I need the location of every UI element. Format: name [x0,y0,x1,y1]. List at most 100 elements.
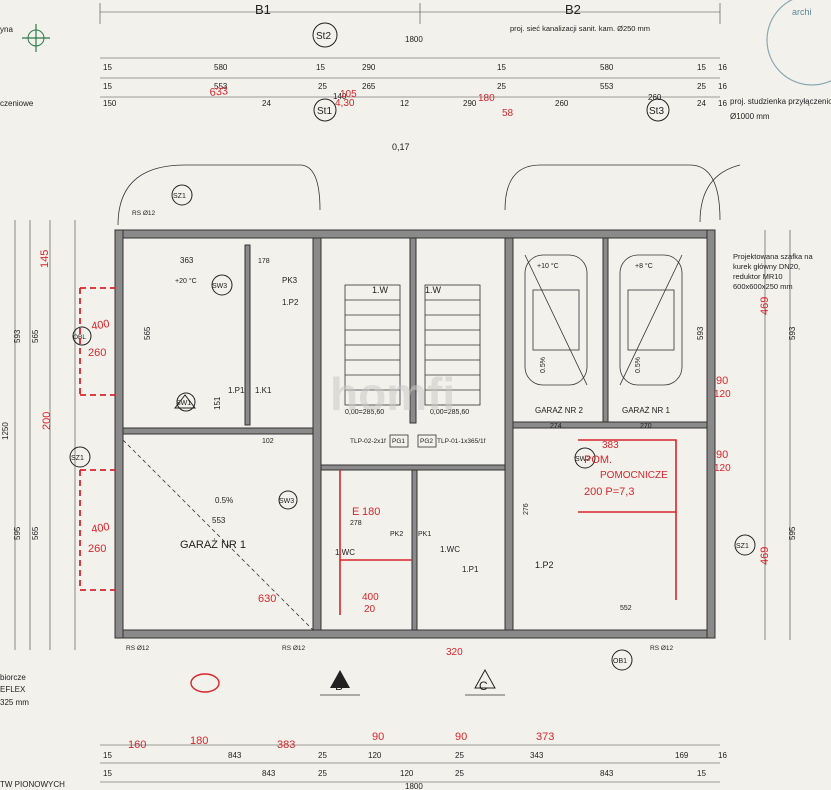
svg-text:1.P1: 1.P1 [228,386,245,395]
top-total-dim: 1800 [405,35,423,44]
svg-text:180: 180 [478,93,495,104]
rs-labels: RS Ø12 RS Ø12 RS Ø12 RS Ø12 [126,210,674,652]
top-dim-5: 15 [497,63,506,72]
svg-text:kurek główny DN20,: kurek główny DN20, [733,262,800,271]
svg-text:St2: St2 [316,31,331,42]
svg-text:+20 °C: +20 °C [175,277,197,285]
top-dim-r3-4: 290 [463,99,477,108]
section-arrow-c: C [465,668,505,696]
top-dimension-rows: 15 580 15 290 15 580 15 16 15 553 25 265… [0,57,831,121]
top-dim-2: 580 [214,63,228,72]
top-dim-r2-6: 553 [600,82,614,91]
top-dim-r3-5: 260 [555,99,569,108]
svg-text:C: C [479,679,488,693]
svg-text:St1: St1 [317,106,332,117]
svg-text:843: 843 [262,769,276,778]
top-dim-8: 16 [718,63,727,72]
top-dim-3: 15 [316,63,325,72]
sw3b-label: SW3 [279,498,294,505]
top-dim-r3-6: 24 [697,99,706,108]
outer-walls [114,229,716,639]
svg-text:1.WC: 1.WC [335,548,355,557]
lower-right-room: 1.P2 276 552 SW2 [523,447,632,612]
top-dim-r2-1: 15 [103,82,112,91]
svg-text:102: 102 [262,438,274,445]
compass-icon [22,24,50,52]
svg-text:TW PIONOWYCH: TW PIONOWYCH [0,780,65,789]
top-dim-6: 580 [600,63,614,72]
section-mark-st3: St3 260 [646,93,670,122]
svg-text:200 P=7,3: 200 P=7,3 [584,486,634,498]
svg-text:POM.: POM. [584,454,612,466]
svg-text:E: E [352,506,359,518]
svg-text:180: 180 [362,506,380,518]
svg-text:373: 373 [536,731,554,743]
svg-text:+10 °C: +10 °C [537,262,559,270]
svg-text:58: 58 [502,108,514,119]
upper-left-room: 363 +20 °C 565 SW3 SW1 1.P1 1.K1 PK3 1.P… [143,256,299,445]
svg-text:15: 15 [697,769,706,778]
svg-text:325 mm: 325 mm [0,698,29,707]
section-mark-st1: St1 140 [313,92,347,122]
svg-text:120: 120 [714,463,731,474]
svg-text:SZ1: SZ1 [173,193,186,200]
right-dimension-lines: 593 595 [764,230,797,640]
svg-text:160: 160 [128,739,146,751]
svg-text:biorcze: biorcze [0,673,26,682]
svg-text:GARAŻ NR 2: GARAŻ NR 2 [535,406,584,415]
svg-text:400: 400 [90,318,110,333]
svg-text:1.P1: 1.P1 [462,565,479,574]
svg-text:PG2: PG2 [420,438,433,445]
svg-text:469: 469 [759,547,771,565]
svg-text:278: 278 [350,520,362,527]
svg-text:25: 25 [318,751,327,760]
svg-text:180: 180 [190,735,208,747]
manhole-dia-note: Ø1000 mm [730,112,770,121]
svg-text:15: 15 [103,751,112,760]
left-mid-note: czeniowe [0,99,34,108]
left-top-note: yna [0,25,13,34]
svg-text:1.P2: 1.P2 [535,560,554,570]
svg-text:595: 595 [13,526,22,540]
svg-text:OBL: OBL [73,334,86,341]
svg-text:PK3: PK3 [282,276,298,285]
svg-text:145: 145 [39,250,51,268]
svg-text:178: 178 [258,258,270,265]
stair-right: 1.W 0,00=285,60 TLP-01-1x365/1f PG2 [417,284,486,448]
svg-text:TLP-01-1x365/1f: TLP-01-1x365/1f [437,438,486,445]
svg-text:0,00=285,60: 0,00=285,60 [430,409,469,416]
svg-text:565: 565 [31,526,40,540]
svg-text:595: 595 [788,526,797,540]
svg-text:120: 120 [400,769,414,778]
stair-left: 1.W 0,00=285,60 TLP-02-2x1f PG1 [344,284,409,448]
bottom-left-notes: biorcze EFLEX 325 mm TW PIONOWYCH [0,673,65,789]
top-dim-r2-3: 25 [318,82,327,91]
svg-text:320: 320 [446,647,463,658]
svg-text:120: 120 [368,751,382,760]
svg-text:1.WC: 1.WC [440,545,460,554]
svg-text:274: 274 [550,423,562,430]
top-dim-1: 15 [103,63,112,72]
svg-text:SZ1: SZ1 [71,455,84,462]
svg-text:140: 140 [333,92,347,101]
svg-text:400: 400 [362,592,379,603]
manhole-note: proj. studzienka przyłączenio [730,97,831,106]
svg-text:843: 843 [228,751,242,760]
svg-text:1.P2: 1.P2 [282,298,299,307]
svg-text:151: 151 [213,396,222,410]
svg-text:90: 90 [455,731,467,743]
bottom-dimension-rows: 15 843 25 120 25 343 169 16 15 843 25 12… [100,744,727,790]
svg-text:20: 20 [364,604,376,615]
svg-text:4,30: 4,30 [335,98,355,109]
svg-text:553: 553 [212,516,226,525]
svg-text:SZ1: SZ1 [736,543,749,550]
svg-text:+8 °C: +8 °C [635,262,653,270]
section-mark-st2: St2 [312,22,338,48]
svg-text:169: 169 [675,751,689,760]
svg-text:PK2: PK2 [390,531,403,538]
svg-text:600x600x250 mm: 600x600x250 mm [733,282,793,291]
svg-text:0.5%: 0.5% [540,357,547,373]
svg-text:RS Ø12: RS Ø12 [132,210,156,217]
svg-text:GARAŻ NR 1: GARAŻ NR 1 [622,406,671,415]
svg-text:633: 633 [209,85,229,99]
